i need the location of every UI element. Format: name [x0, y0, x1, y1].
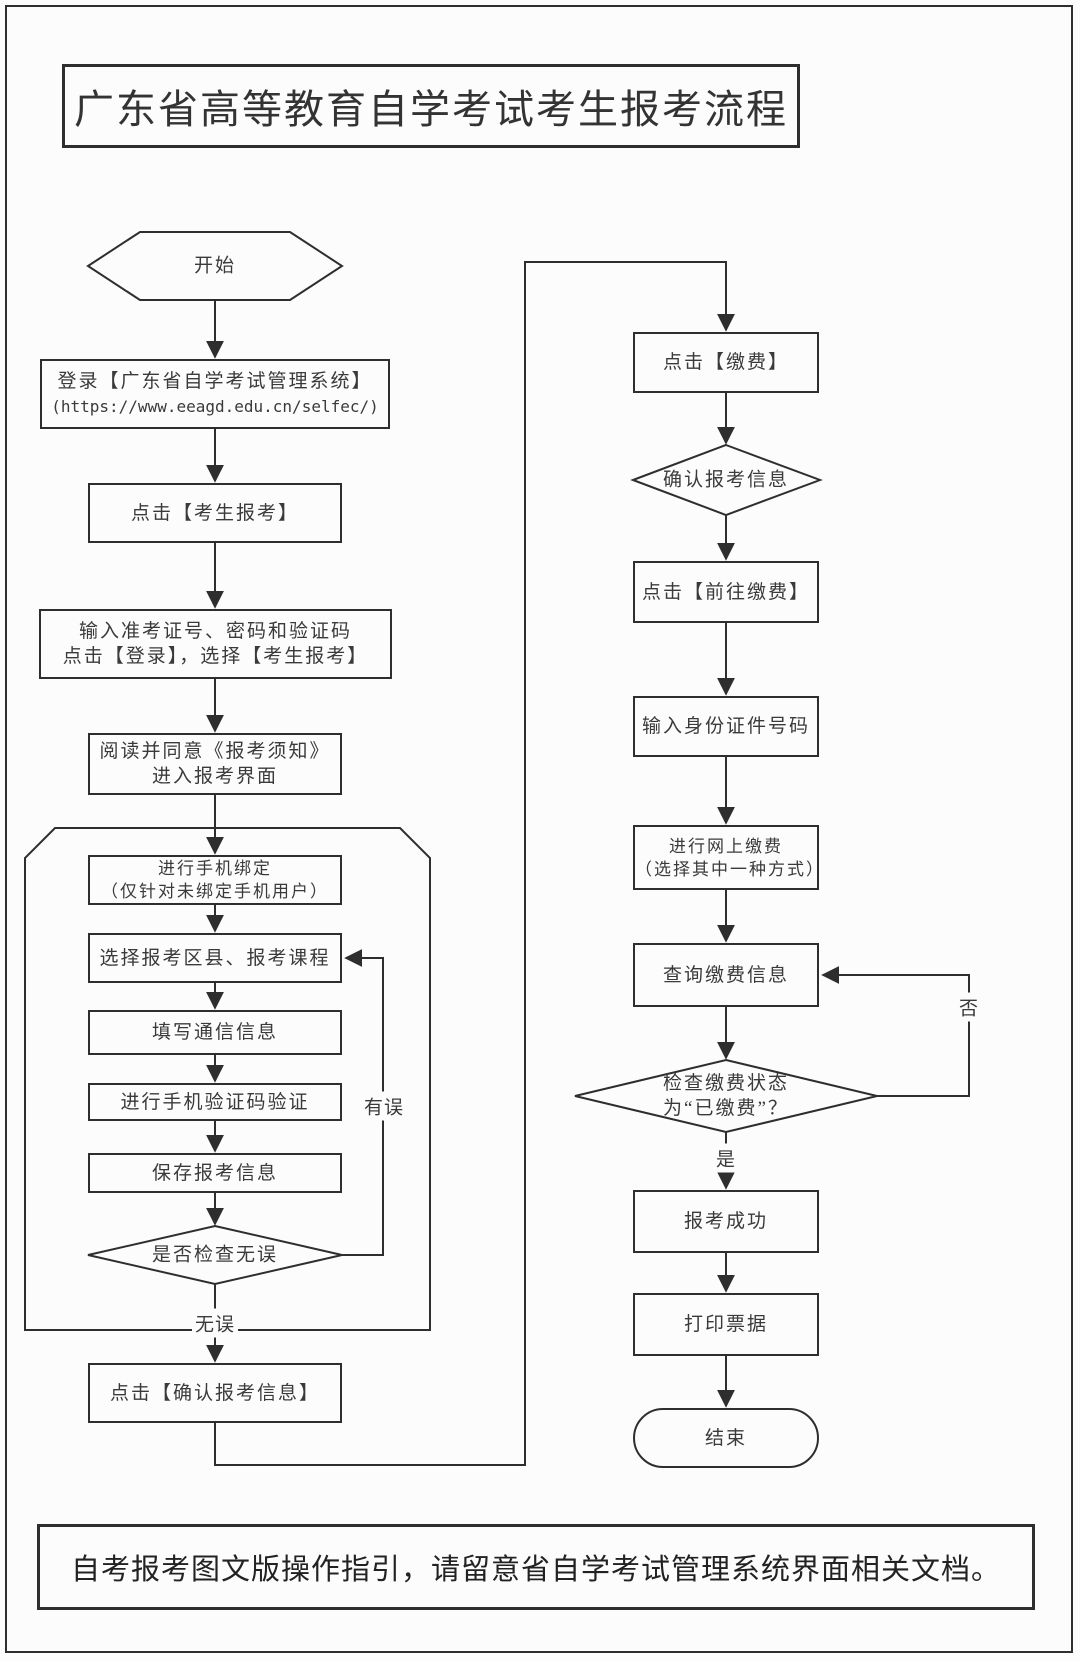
online-pay-line2: （选择其中一种方式）	[635, 859, 825, 879]
click-pay-label: 点击【缴费】	[662, 352, 789, 373]
click-candidate-register-label: 点击【考生报考】	[130, 502, 299, 524]
save-register-info-box: 保存报考信息	[88, 1153, 342, 1193]
start-node-label: 开始	[193, 255, 237, 277]
click-go-pay-box: 点击【前往缴费】	[633, 561, 819, 623]
select-district-course-box: 选择报考区县、报考课程	[88, 933, 342, 983]
page-title: 广东省高等教育自学考试考生报考流程	[74, 87, 788, 132]
enter-credentials-box: 输入准考证号、密码和验证码 点击【登录】，选择【考生报考】	[39, 609, 392, 679]
print-receipt-box: 打印票据	[633, 1293, 819, 1356]
end-node-label: 结束	[704, 1427, 747, 1449]
fill-contact-info-box: 填写通信信息	[88, 1010, 342, 1055]
footer-note-box: 自考报考图文版操作指引，请留意省自学考试管理系统界面相关文档。	[37, 1524, 1035, 1610]
select-district-course-label: 选择报考区县、报考课程	[99, 947, 331, 969]
read-notice-box: 阅读并同意《报考须知》 进入报考界面	[88, 733, 342, 795]
register-success-label: 报考成功	[683, 1211, 768, 1232]
check-pay-status-line1: 检查缴费状态	[662, 1073, 790, 1094]
start-hexagon	[86, 231, 344, 301]
query-payment-info-box: 查询缴费信息	[633, 943, 819, 1007]
online-pay-line1: 进行网上缴费	[669, 836, 783, 856]
check-pay-status-line2: 为“已缴费”？	[663, 1098, 789, 1119]
login-system-box: 登录【广东省自学考试管理系统】 (https://www.eeagd.edu.c…	[40, 359, 390, 429]
branch-label-yes: 是	[712, 1143, 740, 1173]
connector-left-to-right-column	[214, 261, 735, 1466]
branch-label-no-error: 无误	[191, 1308, 239, 1338]
enter-credentials-line2: 点击【登录】，选择【考生报考】	[62, 646, 369, 667]
fill-contact-info-label: 填写通信信息	[151, 1022, 278, 1043]
sms-code-verify-box: 进行手机验证码验证	[88, 1083, 342, 1121]
register-success-box: 报考成功	[633, 1190, 819, 1253]
branch-label-no: 否	[955, 992, 983, 1022]
bind-phone-box: 进行手机绑定 （仅针对未绑定手机用户）	[88, 855, 342, 905]
bind-phone-line1: 进行手机绑定	[158, 859, 272, 878]
save-register-info-label: 保存报考信息	[151, 1162, 278, 1184]
read-notice-line1: 阅读并同意《报考须知》	[99, 741, 331, 762]
bind-phone-line2: （仅针对未绑定手机用户）	[101, 882, 329, 901]
click-confirm-info-label: 点击【确认报考信息】	[109, 1382, 320, 1404]
footer-note-text: 自考报考图文版操作指引，请留意省自学考试管理系统界面相关文档。	[70, 1554, 1001, 1586]
enter-credentials-line1: 输入准考证号、密码和验证码	[78, 621, 352, 642]
branch-label-has-error: 有误	[360, 1091, 408, 1121]
read-notice-line2: 进入报考界面	[151, 766, 278, 787]
click-go-pay-label: 点击【前往缴费】	[641, 581, 810, 603]
confirm-info-decision-label: 确认报考信息	[662, 469, 790, 491]
online-pay-box: 进行网上缴费 （选择其中一种方式）	[633, 825, 825, 890]
check-pay-status-label: 检查缴费状态 为“已缴费”？	[663, 1071, 789, 1121]
sms-code-verify-label: 进行手机验证码验证	[120, 1091, 310, 1113]
title-box: 广东省高等教育自学考试考生报考流程	[62, 64, 800, 148]
print-receipt-label: 打印票据	[683, 1314, 768, 1335]
click-pay-box: 点击【缴费】	[633, 332, 819, 393]
query-payment-info-label: 查询缴费信息	[662, 964, 789, 986]
loop-not-paid	[821, 966, 970, 1097]
page-border	[5, 5, 1073, 1653]
flow-connectors	[206, 261, 970, 1466]
registration-group-container	[24, 827, 431, 1331]
login-line1: 登录【广东省自学考试管理系统】	[57, 371, 373, 392]
click-candidate-register-box: 点击【考生报考】	[88, 483, 342, 543]
end-node: 结束	[633, 1408, 819, 1468]
enter-id-number-box: 输入身份证件号码	[633, 696, 819, 757]
click-confirm-info-box: 点击【确认报考信息】	[88, 1363, 342, 1423]
check-correct-decision-label: 是否检查无误	[151, 1244, 279, 1266]
login-url: (https://www.eeagd.edu.cn/selfec/)	[51, 397, 379, 416]
enter-id-number-label: 输入身份证件号码	[641, 716, 810, 737]
